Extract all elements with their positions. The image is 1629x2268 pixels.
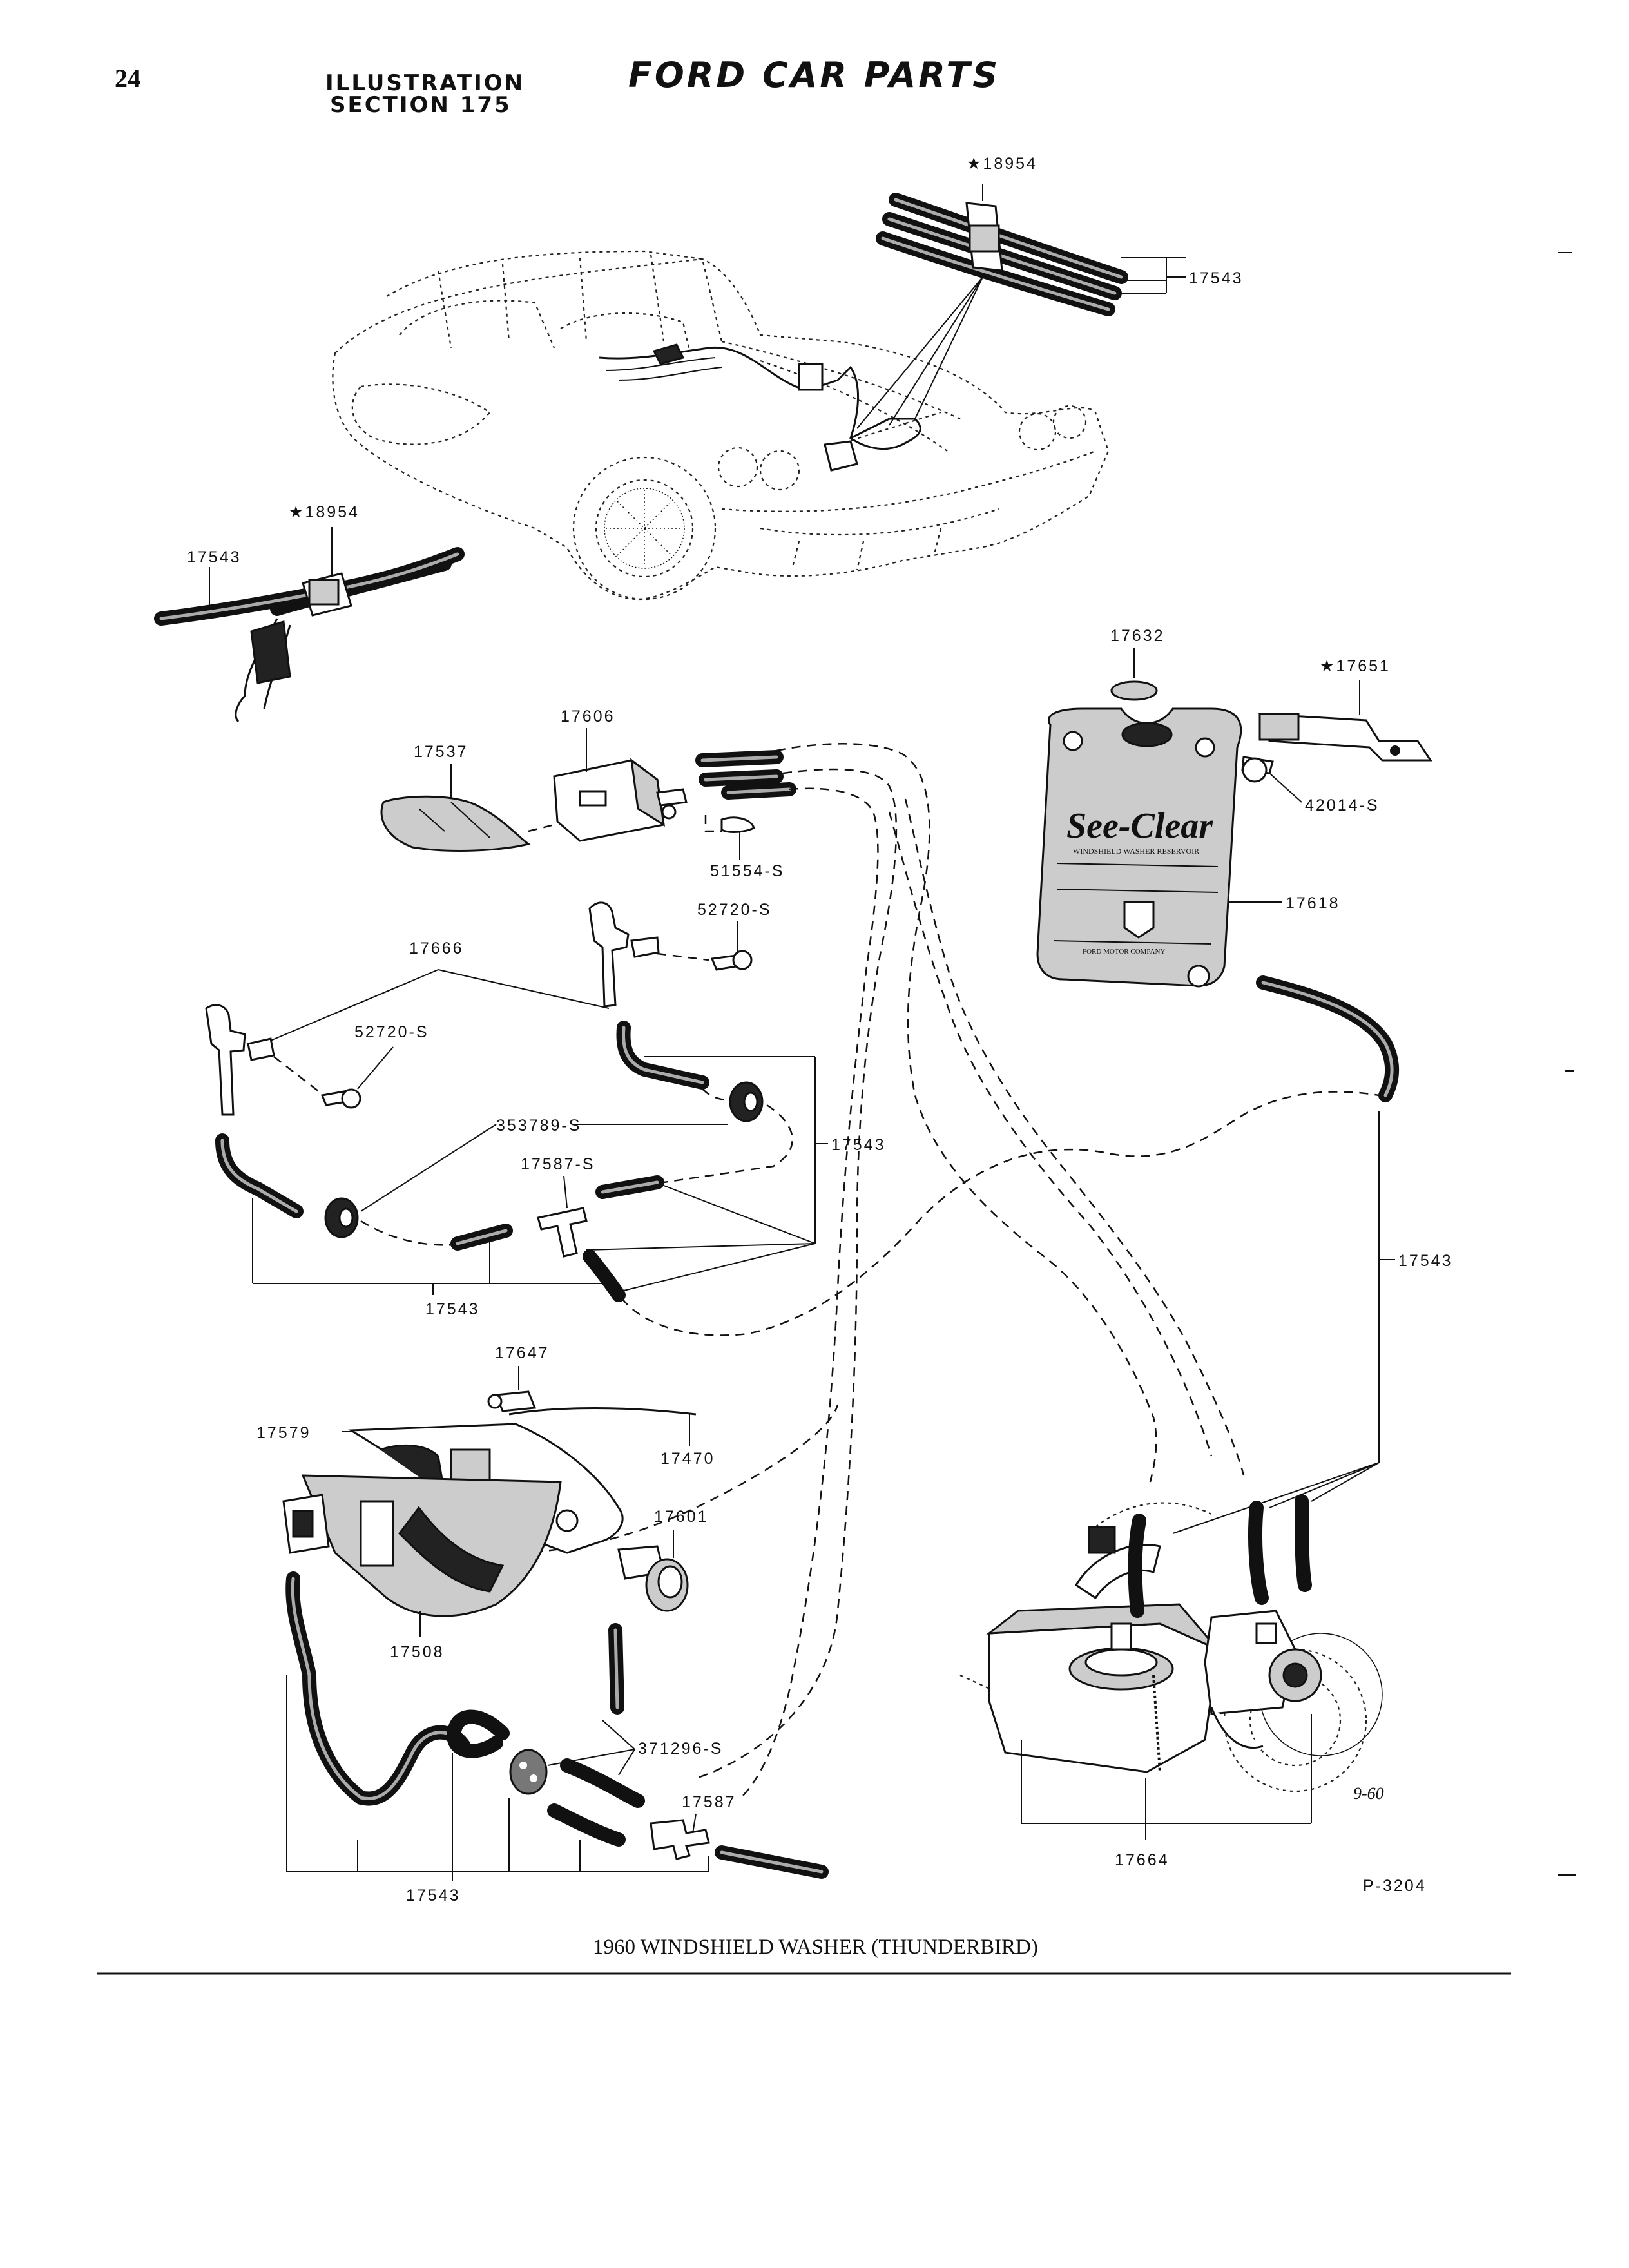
callout-valve: 17606 xyxy=(561,707,615,726)
nozzle-screw-upper xyxy=(657,921,753,971)
callout-grommet-lower: 371296-S xyxy=(638,1740,723,1758)
grommet-upper xyxy=(729,1081,764,1122)
callout-hose-bottom: 17543 xyxy=(406,1887,461,1905)
callout-cable-clip: 17647 xyxy=(495,1344,550,1362)
reservoir-screw xyxy=(1241,756,1302,803)
callout-hose-mid-right: 17543 xyxy=(831,1136,886,1154)
mid-right-bracket xyxy=(586,1056,828,1293)
section-label-line1: ILLUSTRATION xyxy=(325,70,525,96)
valve-cover xyxy=(380,764,531,852)
reservoir-subtitle: WINDSHIELD WASHER RESERVOIR xyxy=(1073,847,1199,856)
t-connector-lower xyxy=(650,1813,710,1860)
valve-screw xyxy=(704,815,755,860)
bottom-hoses xyxy=(285,1571,829,1879)
hose-bundle-top xyxy=(856,184,1186,429)
valve-hoses xyxy=(695,750,796,800)
page-number: 24 xyxy=(115,64,140,93)
mid-hoses xyxy=(215,1021,709,1302)
callout-button: 17601 xyxy=(654,1508,709,1526)
catalog-title: FORD CAR PARTS xyxy=(628,55,1000,95)
figure-caption: 1960 WINDSHIELD WASHER (THUNDERBIRD) xyxy=(593,1936,1038,1959)
callout-nozzle-screw-upper: 52720-S xyxy=(697,901,772,919)
callout-hose-left: 17543 xyxy=(187,548,242,566)
cable-clip xyxy=(487,1366,537,1412)
control-cable xyxy=(508,1407,697,1446)
callout-connector-upper: 17587-S xyxy=(521,1155,595,1173)
reservoir-tank: See-Clear WINDSHIELD WASHER RESERVOIR FO… xyxy=(1036,707,1282,988)
bottom-bracket xyxy=(286,1675,709,1881)
t-connector-upper xyxy=(537,1175,588,1258)
nozzle-lower xyxy=(205,1004,275,1116)
pump-motor xyxy=(959,1462,1383,1840)
callout-grommet: 353789-S xyxy=(496,1117,581,1135)
grommet-lower xyxy=(324,1197,359,1238)
reservoir-brand: See-Clear xyxy=(1066,806,1213,846)
grommet-leaders xyxy=(360,1124,728,1212)
control-valve xyxy=(528,728,688,842)
nozzle-screw-lower xyxy=(273,1046,394,1109)
callout-valve-screw: 51554-S xyxy=(710,862,785,880)
nozzle-leaders xyxy=(270,969,610,1041)
callout-pump-motor: 17664 xyxy=(1115,1851,1170,1869)
callout-valve-cover: 17537 xyxy=(414,743,468,761)
nozzle-upper xyxy=(588,901,660,1008)
callout-hose-top: 17543 xyxy=(1189,269,1244,287)
callout-pump: 17508 xyxy=(390,1643,445,1661)
section-label-line2: SECTION 175 xyxy=(330,92,512,118)
callout-clip-left: ★18954 xyxy=(289,503,360,521)
callout-connector-lower: 17587 xyxy=(682,1793,737,1811)
washer-pump xyxy=(282,1474,562,1637)
reservoir-outlet-hose xyxy=(1256,975,1400,1463)
reservoir-cap xyxy=(1110,648,1158,701)
date-mark: 9-60 xyxy=(1353,1784,1384,1803)
callout-reservoir: 17618 xyxy=(1286,894,1340,912)
callout-hose-reservoir: 17543 xyxy=(1398,1252,1453,1270)
callout-bracket: ★17651 xyxy=(1320,657,1391,675)
callout-clip-top: ★18954 xyxy=(967,155,1037,173)
push-button xyxy=(617,1530,689,1612)
reservoir-bracket xyxy=(1258,680,1432,762)
hose-bundle-left xyxy=(154,527,465,723)
callout-cap: 17632 xyxy=(1110,627,1165,645)
car-illustration xyxy=(332,250,1110,601)
plate-number: P-3204 xyxy=(1363,1877,1427,1895)
callout-reservoir-screw: 42014-S xyxy=(1305,796,1380,814)
mid-bottom-bracket xyxy=(252,1198,615,1295)
reservoir-maker: FORD MOTOR COMPANY xyxy=(1083,948,1165,956)
callout-control: 17579 xyxy=(256,1424,311,1442)
callout-cable: 17470 xyxy=(660,1450,715,1468)
callout-nozzle-screw-lower: 52720-S xyxy=(354,1023,429,1041)
grommet-lower-assembly xyxy=(509,1720,635,1795)
callout-nozzle: 17666 xyxy=(409,939,464,957)
callout-hose-mid-bottom: 17543 xyxy=(425,1300,480,1318)
